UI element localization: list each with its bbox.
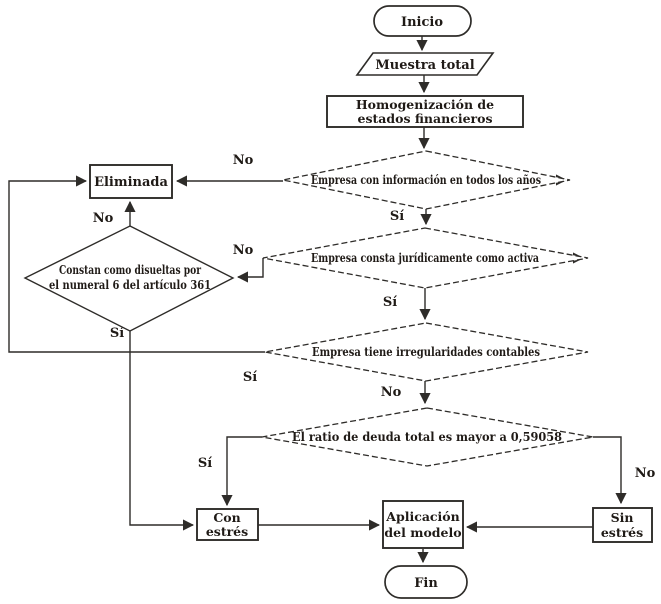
label-d4-no: No bbox=[635, 466, 656, 481]
homogenizacion-label-line1: Homogenización de bbox=[356, 97, 494, 112]
con-estres-label-line2: estrés bbox=[206, 524, 248, 539]
node-aplicacion: Aplicación del modelo bbox=[382, 500, 464, 549]
sin-estres-label-line1: Sin bbox=[611, 510, 634, 525]
homogenizacion-label-line2: estados financieros bbox=[358, 111, 493, 126]
con-estres-label-line1: Con bbox=[213, 510, 240, 525]
node-decision-ratio: El ratio de deuda total es mayor a 0,590… bbox=[261, 407, 594, 467]
node-eliminada: Eliminada bbox=[89, 164, 173, 199]
label-d2-no: No bbox=[233, 243, 254, 258]
edge-labels: No Sí No Sí No Sí Sí No Sí No bbox=[93, 153, 656, 481]
node-homogenizacion: Homogenización de estados financieros bbox=[326, 95, 524, 128]
edge-d2-no bbox=[236, 258, 264, 283]
node-decision-disueltas: Constan como disueltas por el numeral 6 … bbox=[23, 225, 235, 332]
inicio-terminator bbox=[373, 5, 472, 37]
aplicacion-label-line2: del modelo bbox=[384, 525, 461, 540]
aplicacion-label-line1: Aplicación bbox=[385, 509, 459, 524]
node-decision-informacion: Empresa con información en todos los año… bbox=[282, 150, 571, 210]
label-d1-si: Sí bbox=[390, 209, 404, 224]
node-decision-irregularidades: Empresa tiene irregularidades contables bbox=[264, 322, 589, 382]
node-muestra-total: Muestra total bbox=[355, 52, 495, 76]
label-d4-si: Sí bbox=[198, 456, 212, 471]
node-sin-estres: Sin estrés bbox=[592, 507, 653, 543]
fin-terminator bbox=[384, 565, 468, 599]
edge-d4-si bbox=[221, 436, 262, 507]
aplicacion-rect bbox=[382, 500, 464, 549]
eliminada-rect bbox=[89, 164, 173, 199]
decision-irregularidades-diamond bbox=[264, 322, 589, 382]
nodes: Inicio Muestra total Homogenización de e… bbox=[23, 5, 653, 599]
sin-estres-label-line2: estrés bbox=[601, 525, 643, 540]
decision-ratio-diamond bbox=[261, 407, 594, 467]
eliminada-label: Eliminada bbox=[94, 175, 168, 190]
decision-ratio-label: El ratio de deuda total es mayor a 0,590… bbox=[292, 430, 562, 444]
muestra-total-parallelogram bbox=[355, 52, 495, 76]
decision-activa-label: Empresa consta jurídicamente como activa bbox=[311, 251, 539, 265]
edge-d4-no bbox=[593, 436, 627, 505]
decision-disueltas-diamond bbox=[23, 225, 235, 332]
decision-informacion-label: Empresa con información en todos los año… bbox=[311, 173, 541, 187]
muestra-total-label: Muestra total bbox=[375, 58, 474, 73]
con-estres-rect bbox=[196, 508, 259, 541]
label-d2-si: Sí bbox=[383, 295, 397, 310]
node-inicio: Inicio bbox=[373, 5, 472, 37]
node-fin: Fin bbox=[384, 565, 468, 599]
label-d3-si: Sí bbox=[243, 370, 257, 385]
decision-disueltas-label-line1: Constan como disueltas por bbox=[59, 263, 202, 277]
label-d1-no: No bbox=[233, 153, 254, 168]
node-decision-activa: Empresa consta jurídicamente como activa bbox=[262, 227, 589, 289]
edges bbox=[8, 36, 627, 564]
label-dis-si: Sí bbox=[110, 326, 124, 341]
decision-irregularidades-label: Empresa tiene irregularidades contables bbox=[312, 345, 540, 359]
sin-estres-rect bbox=[592, 507, 653, 543]
inicio-label: Inicio bbox=[401, 15, 443, 30]
edge-disueltas-si bbox=[129, 331, 195, 531]
node-con-estres: Con estrés bbox=[196, 508, 259, 541]
label-d3-no: No bbox=[381, 385, 402, 400]
decision-informacion-diamond bbox=[282, 150, 571, 210]
homogenizacion-rect bbox=[326, 95, 524, 128]
label-dis-no: No bbox=[93, 211, 114, 226]
fin-label: Fin bbox=[414, 576, 438, 591]
decision-activa-diamond bbox=[262, 227, 589, 289]
decision-disueltas-label-line2: el numeral 6 del artículo 361 bbox=[49, 278, 211, 292]
edge-d3-si bbox=[8, 175, 265, 353]
